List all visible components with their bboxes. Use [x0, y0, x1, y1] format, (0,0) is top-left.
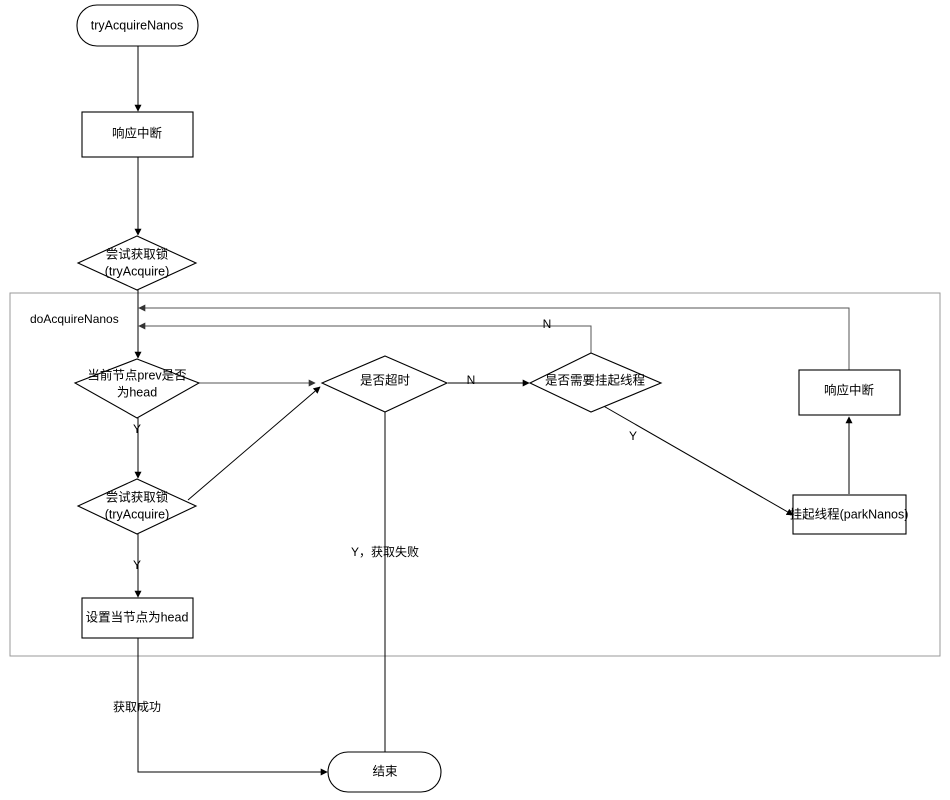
node-try-acquire-inner-label-line1: 尝试获取锁	[106, 489, 169, 504]
node-prev-is-head-label-line2: 为head	[117, 385, 157, 399]
node-is-timeout-label: 是否超时	[360, 372, 411, 387]
node-is-timeout[interactable]: 是否超时	[320, 355, 449, 413]
edge-set-head-to-end	[137, 638, 328, 776]
node-start-label: tryAcquireNanos	[91, 18, 183, 32]
edge-label-acquire-success: 获取成功	[113, 700, 161, 714]
node-is-timeout-shape	[320, 355, 449, 413]
node-prev-is-head-label-line1: 当前节点prev是否	[87, 367, 186, 382]
node-park[interactable]: 挂起线程(parkNanos)	[790, 494, 909, 535]
node-try-acquire-top-label-line2: (tryAcquire)	[105, 264, 170, 278]
edge-label-timeout-no: N	[467, 373, 476, 387]
node-try-acquire-inner-shape	[76, 478, 198, 535]
node-start[interactable]: tryAcquireNanos	[76, 4, 199, 47]
edge-label-try-acquire-inner-yes: Y	[133, 558, 141, 572]
node-try-acquire-inner-label-line2: (tryAcquire)	[105, 507, 170, 521]
node-try-acquire-top-shape	[76, 235, 198, 291]
node-try-acquire-top-label-line1: 尝试获取锁	[106, 246, 169, 261]
node-need-park[interactable]: 是否需要挂起线程	[528, 352, 663, 413]
node-end-label: 结束	[372, 764, 398, 778]
edge-label-need-park-yes: Y	[629, 429, 637, 443]
node-set-head[interactable]: 设置当节点为head	[81, 597, 194, 639]
group-do-acquire-nanos	[9, 292, 941, 657]
node-prev-is-head-shape	[73, 358, 201, 419]
edge-need-park-no-loopback	[138, 322, 592, 353]
node-interrupt-top-shape	[81, 111, 194, 158]
edge-label-prev-head-yes: Y	[133, 422, 141, 436]
node-start-shape	[76, 4, 199, 47]
edge-label-need-park-no: N	[543, 317, 552, 331]
node-try-acquire-inner[interactable]: 尝试获取锁 (tryAcquire)	[76, 478, 198, 535]
node-park-label: 挂起线程(parkNanos)	[790, 506, 909, 521]
node-interrupt-top[interactable]: 响应中断	[81, 111, 194, 158]
node-set-head-shape	[81, 597, 194, 639]
node-interrupt-top-label: 响应中断	[112, 125, 162, 140]
node-interrupt-right-label: 响应中断	[824, 382, 874, 397]
node-interrupt-right-shape	[798, 369, 901, 416]
edge-need-park-yes-to-park	[599, 403, 794, 516]
edge-interrupt-right-loopback	[138, 304, 850, 370]
node-try-acquire-top[interactable]: 尝试获取锁 (tryAcquire)	[76, 235, 198, 291]
node-need-park-shape	[528, 352, 663, 413]
node-set-head-label: 设置当节点为head	[86, 609, 189, 624]
node-end-shape	[327, 751, 442, 793]
edge-label-timeout-yes-fail: Y，获取失败	[351, 544, 419, 559]
node-prev-is-head[interactable]: 当前节点prev是否 为head	[73, 358, 201, 419]
node-need-park-label: 是否需要挂起线程	[545, 372, 646, 387]
node-end[interactable]: 结束	[327, 751, 442, 793]
node-interrupt-right[interactable]: 响应中断	[798, 369, 901, 416]
node-park-shape	[792, 494, 907, 535]
edge-try-acquire-inner-no-to-is-timeout	[187, 386, 321, 501]
group-label-do-acquire-nanos: doAcquireNanos	[30, 312, 119, 326]
